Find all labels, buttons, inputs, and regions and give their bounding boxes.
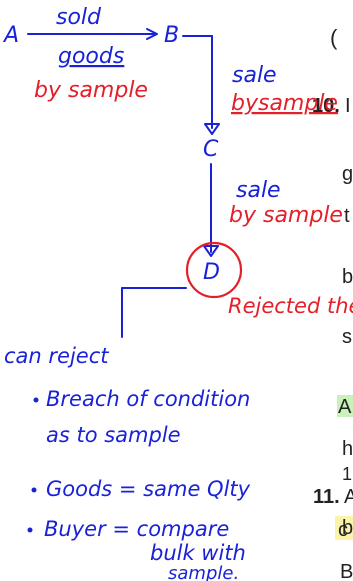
printed-fragment: b: [342, 517, 353, 539]
printed-fragment: A: [338, 396, 352, 418]
label-bc-sale: sale: [232, 63, 277, 88]
arrow-b-to-c: [182, 35, 220, 135]
bullet-1: [33, 397, 39, 403]
label-cd-by-sample: by sample: [229, 203, 343, 228]
label-rejected: Rejected the: [228, 294, 353, 318]
item-11-number: 11.: [313, 486, 340, 508]
printed-fragment: g: [342, 163, 353, 185]
label-goods: goods: [58, 44, 124, 69]
note-1-line-2: as to sample: [46, 423, 181, 447]
note-1-line-1: Breach of condition: [46, 387, 250, 411]
printed-fragment: 1: [342, 464, 352, 484]
item-10-number: 10.: [312, 95, 340, 117]
arrow-c-to-d: [203, 163, 219, 257]
bracket-to-notes: [121, 287, 187, 338]
printed-open-paren: (: [330, 25, 338, 50]
label-sold: sold: [56, 5, 102, 30]
label-ab-by-sample: by sample: [34, 78, 148, 103]
node-d-circle: [185, 241, 243, 299]
green-highlight: [337, 395, 353, 417]
yellow-highlight: [335, 516, 353, 540]
printed-fragment: h: [342, 438, 353, 460]
node-b: B: [164, 23, 179, 48]
printed-fragment: B: [340, 561, 353, 581]
node-a: A: [2, 23, 19, 48]
bullet-2: [31, 487, 37, 493]
label-cd-sale: sale: [236, 178, 281, 203]
notes-heading: can reject: [4, 344, 109, 368]
arrow-a-to-b: [27, 28, 158, 40]
node-d: D: [203, 260, 220, 285]
printed-fragment: I: [345, 95, 351, 117]
note-3-line-3: sample.: [168, 563, 239, 581]
printed-fragment: b: [342, 266, 353, 288]
note-3-line-1: Buyer = compare: [44, 517, 229, 541]
node-c: C: [203, 137, 219, 162]
printed-fragment: s: [342, 326, 352, 348]
label-bc-by-sample: bysample: [231, 91, 338, 116]
bullet-3: [27, 527, 33, 533]
note-2: Goods = same Qlty: [46, 477, 251, 501]
printed-fragment: c: [338, 519, 348, 541]
note-3-line-2: bulk with: [150, 541, 246, 565]
printed-fragment: t: [344, 205, 350, 227]
printed-fragment: A: [344, 486, 353, 508]
